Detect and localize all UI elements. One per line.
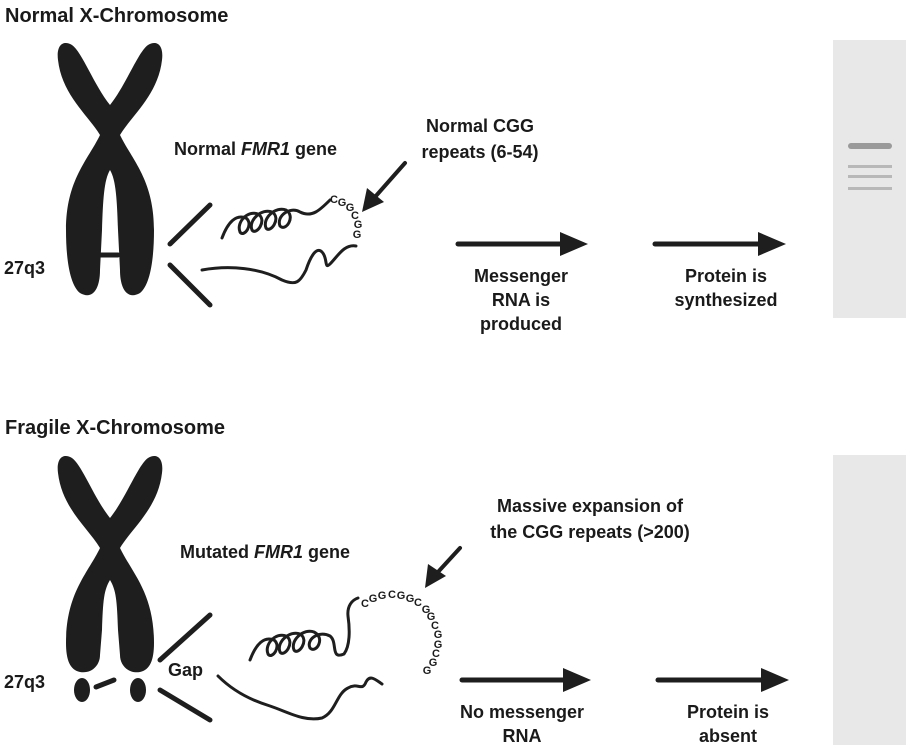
- cgg-letter: G: [397, 590, 406, 602]
- cgg-letter: C: [351, 210, 359, 222]
- normal-zoom-line-top: [167, 202, 213, 247]
- normal-chromosome-icon: [57, 42, 163, 296]
- fragile-gel-lane: [833, 455, 906, 745]
- cgg-letter: G: [427, 611, 436, 623]
- cgg-letter: G: [406, 593, 415, 605]
- cgg-letter: G: [378, 590, 387, 602]
- normal-step2-line2: synthesized: [674, 290, 777, 310]
- normal-step1-line1: Messenger: [474, 266, 568, 286]
- normal-heading: Normal X-Chromosome: [5, 5, 228, 27]
- fragile-gap-label: Gap: [168, 660, 203, 680]
- cgg-letter: C: [361, 598, 369, 610]
- fragile-callout-line2: the CGG repeats (>200): [490, 522, 690, 542]
- cgg-letter: G: [429, 657, 438, 669]
- fragile-arrow-1: [459, 668, 591, 692]
- cgg-letter: C: [388, 589, 396, 601]
- fragile-step1-line1: No messenger: [460, 702, 584, 722]
- fragile-gene-label: Mutated FMR1 gene: [180, 542, 350, 562]
- fragile-zoom-line-bottom: [157, 687, 213, 723]
- normal-arrow-1: [455, 232, 588, 256]
- fragile-heading: Fragile X-Chromosome: [5, 417, 225, 439]
- normal-zoom-line-bottom: [167, 262, 213, 308]
- normal-gel-lane: [833, 40, 906, 318]
- cgg-letter: G: [338, 197, 347, 209]
- normal-step1-line3: produced: [480, 314, 562, 334]
- cgg-letter: G: [434, 639, 443, 651]
- fragile-callout-arrow: [425, 546, 462, 588]
- cgg-letter: G: [354, 219, 363, 231]
- normal-dna-strand: [200, 198, 358, 285]
- normal-gel-band: [848, 165, 892, 168]
- fragile-chromosome-icon: [57, 455, 163, 702]
- cgg-letter: C: [414, 597, 422, 609]
- fragile-locus-marker: [93, 677, 117, 690]
- fragile-arrow-2: [655, 668, 789, 692]
- cgg-letter: G: [422, 604, 431, 616]
- normal-callout-line2: repeats (6-54): [421, 142, 538, 162]
- normal-locus-label: 27q3: [4, 258, 45, 278]
- cgg-letter: G: [353, 229, 362, 241]
- cgg-letter: G: [369, 593, 378, 605]
- normal-step2-line1: Protein is: [685, 266, 767, 286]
- cgg-letter: C: [432, 648, 440, 660]
- normal-callout-line1: Normal CGG: [426, 116, 534, 136]
- fragile-zoom-line-top: [157, 612, 213, 663]
- normal-step1-line2: RNA is: [492, 290, 550, 310]
- cgg-letter: C: [431, 620, 439, 632]
- fragile-step1-line2: RNA: [503, 726, 542, 746]
- normal-gel-band: [848, 187, 892, 190]
- fragile-dna-strand: [216, 596, 384, 721]
- normal-callout-arrow: [362, 161, 407, 212]
- normal-gene-label: Normal FMR1 gene: [174, 139, 337, 159]
- fragile-step2-line1: Protein is: [687, 702, 769, 722]
- fragile-callout-line1: Massive expansion of: [497, 496, 684, 516]
- cgg-letter: G: [434, 629, 443, 641]
- normal-gel-band-main: [848, 143, 892, 149]
- cgg-letter: G: [423, 665, 432, 677]
- cgg-letter: C: [330, 194, 338, 206]
- normal-arrow-2: [652, 232, 786, 256]
- cgg-letter: G: [346, 202, 355, 214]
- normal-gel-band: [848, 175, 892, 178]
- fragile-step2-line2: absent: [699, 726, 757, 746]
- fragile-locus-label: 27q3: [4, 672, 45, 692]
